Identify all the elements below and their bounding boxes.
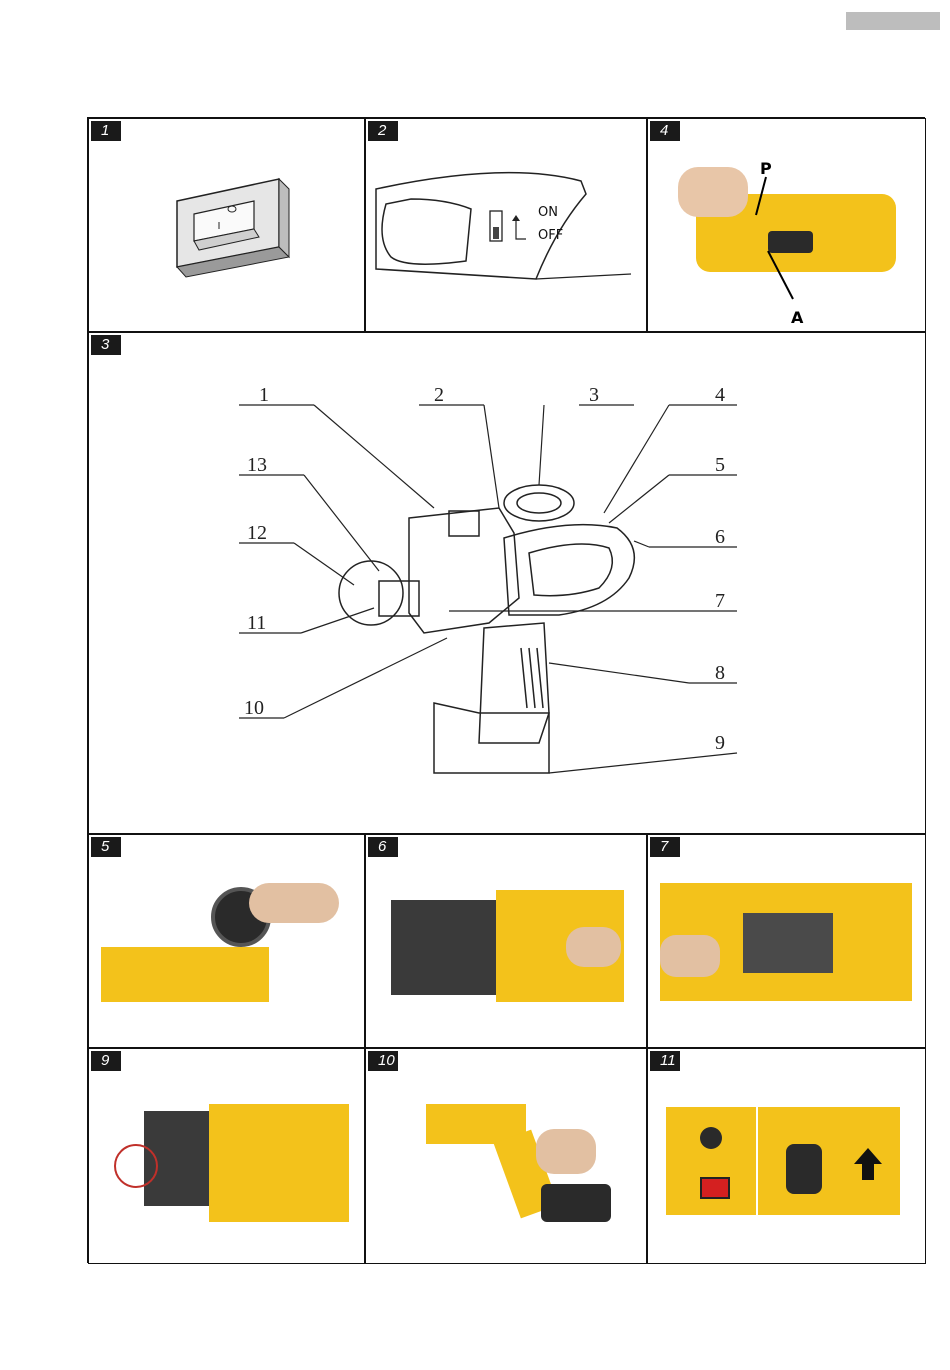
callout-10: 10 <box>244 697 264 719</box>
panel-1: 1 <box>88 118 365 332</box>
callout-11: 11 <box>247 612 266 634</box>
hand-photo <box>536 1129 596 1174</box>
tool-body-photo <box>209 1104 349 1222</box>
panel-10: 10 <box>365 1048 647 1264</box>
switch-on-label: ON <box>538 205 558 220</box>
battery-photo <box>541 1184 611 1222</box>
callout-1: 1 <box>259 384 269 406</box>
panel-number: 6 <box>368 837 398 857</box>
callout-2: 2 <box>434 384 444 406</box>
page-tab-marker <box>846 12 940 30</box>
callout-3: 3 <box>589 384 599 406</box>
rocker-switch-illustration <box>89 119 365 332</box>
callout-8: 8 <box>715 662 725 684</box>
callout-6: 6 <box>715 526 725 548</box>
callout-5: 5 <box>715 454 725 476</box>
highlight-circle <box>114 1144 158 1188</box>
callout-4: 4 <box>715 384 725 406</box>
panel-3: 3 <box>88 332 926 834</box>
handle-switch-illustration: ON OFF <box>366 119 647 332</box>
label-arrows: P A <box>648 119 926 332</box>
callout-9: 9 <box>715 732 725 754</box>
hand-photo <box>566 927 621 967</box>
panel-number: 5 <box>91 837 121 857</box>
callout-7: 7 <box>715 590 725 612</box>
nose-photo <box>391 900 501 995</box>
switch-off-label: OFF <box>538 228 563 243</box>
feed-mechanism-photo <box>743 913 833 973</box>
panel-number: 9 <box>91 1051 121 1071</box>
hand-photo <box>660 935 720 977</box>
panel-9: 9 <box>88 1048 365 1264</box>
power-switch-photo <box>700 1177 730 1199</box>
panel-6: 6 <box>365 834 647 1048</box>
tool-parts-diagram: 1 2 3 4 5 6 7 8 9 10 11 12 13 <box>89 333 926 834</box>
trigger-photo <box>786 1144 822 1194</box>
panel-number: 10 <box>368 1051 398 1071</box>
speed-knob-photo <box>700 1127 722 1149</box>
panel-number: 7 <box>650 837 680 857</box>
panel-4: 4 P A <box>647 118 926 332</box>
arrow-up-icon <box>848 1144 888 1184</box>
panel-11: 11 <box>647 1048 926 1264</box>
panel-2: 2 ON OFF <box>365 118 647 332</box>
label-a: A <box>791 308 804 327</box>
tool-body-photo <box>101 947 269 1002</box>
callout-12: 12 <box>247 522 267 544</box>
figure-grid: 1 2 ON OFF 4 <box>87 117 925 1263</box>
callout-13: 13 <box>247 454 267 476</box>
label-p: P <box>760 159 772 178</box>
panel-7: 7 <box>647 834 926 1048</box>
hand-photo <box>249 883 339 923</box>
panel-number: 11 <box>650 1051 680 1071</box>
panel-5: 5 <box>88 834 365 1048</box>
